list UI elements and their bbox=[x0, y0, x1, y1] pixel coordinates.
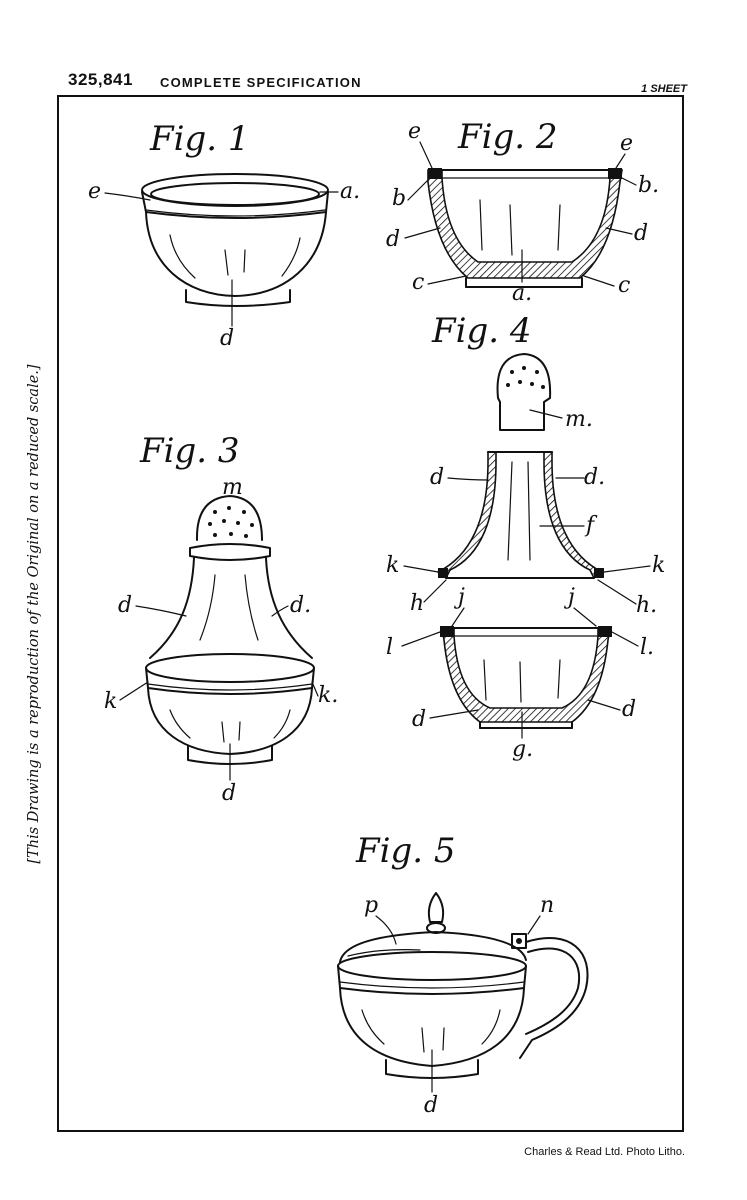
fig3-label-d-left: d bbox=[118, 593, 132, 618]
fig2-label-d-left: d bbox=[386, 227, 400, 252]
figure-3: Fig. 3 m d d. k k. d bbox=[104, 431, 338, 806]
fig1-label-d: d bbox=[220, 326, 234, 351]
fig4-cone-drawing bbox=[436, 451, 604, 580]
figure-4: Fig. 4 m. d d. f k k h h. j bbox=[386, 311, 665, 762]
fig3-title: Fig. 3 bbox=[139, 431, 239, 471]
fig1-label-e: e bbox=[88, 179, 101, 204]
fig3-label-d-bottom: d bbox=[222, 781, 236, 806]
printer-credit: Charles & Read Ltd. Photo Litho. bbox=[524, 1146, 685, 1158]
fig5-pot-drawing bbox=[337, 892, 589, 1079]
fig4-label-g: g. bbox=[512, 737, 533, 762]
fig1-title: Fig. 1 bbox=[149, 119, 249, 159]
fig1-bowl-drawing bbox=[141, 173, 329, 307]
fig3-label-k-right: k. bbox=[318, 683, 338, 708]
fig5-label-d: d bbox=[424, 1093, 438, 1118]
fig3-label-d-right: d. bbox=[290, 593, 311, 618]
fig2-label-c-right: c bbox=[618, 273, 630, 298]
fig2-section-drawing bbox=[427, 168, 623, 288]
fig4-label-d-bottom-right: d bbox=[622, 697, 636, 722]
figure-1: Fig. 1 e a. d bbox=[88, 119, 360, 351]
fig4-label-m: m. bbox=[565, 407, 593, 432]
fig4-label-h-left: h bbox=[410, 591, 424, 616]
fig4-label-k-right: k bbox=[652, 553, 665, 578]
fig4-bowl-drawing bbox=[440, 626, 612, 729]
fig5-title: Fig. 5 bbox=[355, 831, 455, 871]
fig2-title: Fig. 2 bbox=[457, 117, 557, 157]
fig2-label-d-right: d bbox=[634, 221, 648, 246]
fig4-label-d-right: d. bbox=[584, 465, 605, 490]
fig4-label-d-left: d bbox=[430, 465, 444, 490]
fig5-label-n: n bbox=[540, 893, 554, 918]
fig2-label-b-left: b bbox=[392, 186, 406, 211]
fig4-cap-drawing bbox=[496, 353, 552, 431]
fig3-label-k-left: k bbox=[104, 689, 117, 714]
figure-2: Fig. 2 e e b b. d d c c a. bbox=[386, 117, 659, 306]
patent-number: 325,841 bbox=[68, 70, 133, 89]
figure-5: Fig. 5 p n d bbox=[337, 831, 589, 1118]
fig2-label-a: a. bbox=[512, 281, 532, 306]
fig2-label-e-left: e bbox=[408, 119, 421, 144]
specification-title: COMPLETE SPECIFICATION bbox=[160, 75, 362, 90]
fig4-label-j-left: j bbox=[453, 585, 465, 610]
fig4-label-l-right: l. bbox=[640, 635, 654, 660]
fig3-label-m: m bbox=[222, 475, 243, 500]
fig1-label-a: a. bbox=[340, 179, 360, 204]
sheet-count: 1 SHEET bbox=[641, 83, 687, 95]
fig2-label-b-right: b. bbox=[638, 173, 659, 198]
fig4-label-k-left: k bbox=[386, 553, 399, 578]
fig4-label-l-left: l bbox=[386, 635, 393, 660]
fig5-label-p: p bbox=[364, 893, 378, 918]
fig2-label-c-left: c bbox=[412, 270, 424, 295]
fig3-shaker-drawing bbox=[145, 495, 315, 765]
fig2-label-e-right: e bbox=[620, 131, 633, 156]
fig4-label-h-right: h. bbox=[636, 593, 657, 618]
fig4-label-f: f bbox=[584, 513, 598, 538]
fig4-label-d-bottom-left: d bbox=[412, 707, 426, 732]
fig3-cap-holes bbox=[208, 506, 254, 538]
drawing-frame bbox=[57, 95, 684, 1132]
fig4-label-j-right: j bbox=[563, 585, 575, 610]
fig4-title: Fig. 4 bbox=[431, 311, 531, 351]
